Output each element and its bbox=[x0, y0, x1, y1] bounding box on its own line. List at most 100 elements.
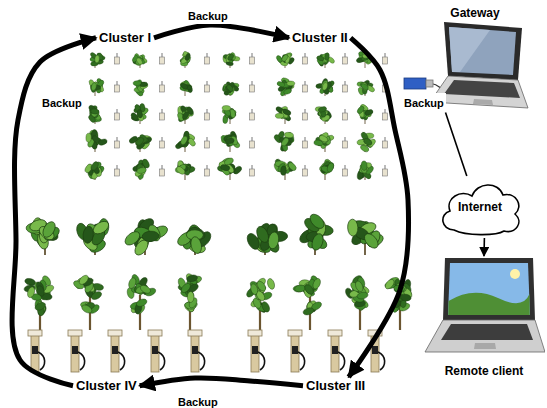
node-label: Internet bbox=[458, 200, 502, 214]
plant bbox=[293, 274, 323, 330]
leaf bbox=[322, 82, 329, 91]
sensor-antenna bbox=[305, 81, 306, 85]
plant bbox=[84, 160, 106, 180]
sensor-node bbox=[188, 330, 202, 336]
sensor-mote bbox=[383, 137, 388, 148]
sensor-cable bbox=[118, 352, 125, 370]
leaf bbox=[326, 162, 334, 173]
sensor-mote bbox=[343, 81, 348, 92]
plant bbox=[86, 129, 108, 152]
plant bbox=[222, 81, 240, 96]
leaf bbox=[91, 219, 111, 237]
plant bbox=[177, 272, 203, 330]
plant bbox=[245, 277, 276, 330]
sensor-post bbox=[28, 330, 45, 372]
sensor-mote bbox=[205, 81, 210, 92]
sensor-body bbox=[383, 169, 388, 176]
leaf bbox=[135, 298, 148, 308]
leaf bbox=[186, 274, 198, 283]
leaf bbox=[136, 167, 147, 175]
sensor-mote bbox=[303, 81, 308, 92]
screen-glare bbox=[449, 27, 490, 72]
sensor-mote bbox=[160, 81, 165, 92]
leaf bbox=[135, 136, 145, 146]
leaf bbox=[179, 82, 188, 91]
sensor-body bbox=[205, 113, 210, 120]
edge-label: Backup bbox=[404, 97, 444, 109]
leaf bbox=[280, 137, 290, 147]
leaf bbox=[94, 55, 99, 63]
laptop-icon bbox=[423, 256, 545, 362]
sensor-antenna bbox=[252, 165, 253, 169]
sensor-body bbox=[383, 113, 388, 120]
plant bbox=[245, 221, 288, 255]
sensor-antenna bbox=[207, 81, 208, 85]
plant bbox=[174, 131, 196, 152]
leaf bbox=[226, 84, 235, 93]
sensor-antenna bbox=[345, 165, 346, 169]
sensor-body bbox=[250, 169, 255, 176]
sensor-antenna bbox=[345, 109, 346, 113]
post-pole bbox=[151, 334, 159, 372]
sensor-probe bbox=[252, 346, 258, 354]
plant bbox=[26, 217, 62, 255]
sensor-probe bbox=[32, 346, 38, 354]
plant bbox=[131, 53, 148, 68]
sensor-mote bbox=[303, 53, 308, 64]
sensor-probe bbox=[72, 346, 78, 354]
sensor-cable bbox=[198, 352, 205, 370]
usb-plug bbox=[426, 80, 433, 87]
leaf bbox=[87, 114, 96, 124]
sensor-post bbox=[288, 330, 305, 372]
laptop-screen bbox=[449, 27, 516, 75]
edge-label-box: Backup bbox=[40, 93, 84, 111]
laptop-base bbox=[425, 320, 545, 352]
leaf bbox=[267, 231, 280, 250]
leaf bbox=[312, 277, 322, 290]
plant bbox=[87, 104, 101, 124]
sensor-body bbox=[250, 113, 255, 120]
leaf bbox=[360, 83, 369, 92]
sensor-antenna bbox=[162, 137, 163, 141]
sensor-post bbox=[148, 330, 165, 372]
sensor-body bbox=[160, 57, 165, 64]
sensor-body bbox=[205, 169, 210, 176]
sensor-antenna bbox=[117, 109, 118, 113]
plant bbox=[177, 105, 195, 124]
sensor-body bbox=[303, 141, 308, 148]
sensor-cable bbox=[378, 352, 385, 370]
sensor-body bbox=[303, 57, 308, 64]
plant bbox=[273, 130, 295, 152]
sensor-body bbox=[383, 141, 388, 148]
plant bbox=[357, 79, 376, 96]
leaf bbox=[302, 306, 315, 316]
node-label: Remote client bbox=[423, 362, 545, 378]
sensor-body bbox=[205, 57, 210, 64]
leaf bbox=[135, 137, 145, 147]
sensor-antenna bbox=[162, 53, 163, 57]
sensor-body bbox=[115, 169, 120, 176]
edge-label: Backup bbox=[188, 10, 228, 22]
sensor-body bbox=[115, 113, 120, 120]
sensor-body bbox=[250, 85, 255, 92]
sensor-probe bbox=[372, 346, 378, 354]
leaf bbox=[90, 108, 99, 114]
plant bbox=[276, 77, 295, 97]
sensor-body bbox=[250, 57, 255, 64]
sensor-body bbox=[303, 169, 308, 176]
sensor-mote bbox=[115, 81, 120, 92]
laptop-keyboard bbox=[441, 324, 533, 340]
leaf bbox=[318, 134, 328, 142]
sensor-mote bbox=[205, 165, 210, 176]
screen-landscape bbox=[448, 293, 530, 315]
leaf bbox=[222, 105, 231, 110]
plant bbox=[273, 158, 297, 180]
plant bbox=[315, 78, 335, 96]
post-pole bbox=[291, 334, 299, 372]
screen-sun bbox=[510, 269, 520, 279]
leaf bbox=[82, 226, 94, 244]
sensor-antenna bbox=[162, 109, 163, 113]
sensor-node bbox=[28, 330, 42, 336]
sensor-antenna bbox=[117, 53, 118, 57]
sensor-mote bbox=[160, 165, 165, 176]
